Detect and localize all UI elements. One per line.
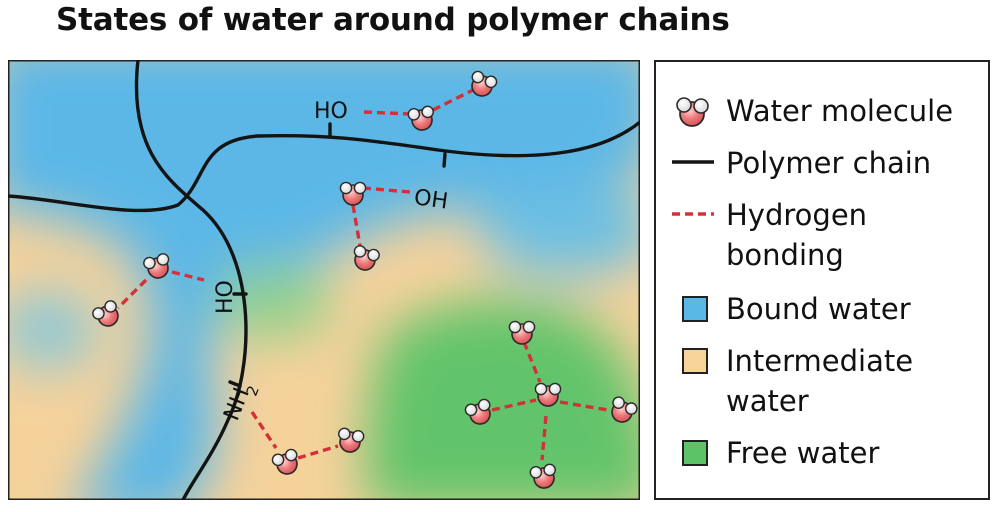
hbond [432, 88, 474, 112]
hbond [362, 186, 411, 194]
free-water-region [365, 298, 640, 500]
group-label-ho-top: HO [314, 99, 348, 124]
hbond [250, 411, 278, 449]
hydrogen-bonds [116, 88, 609, 461]
hbond [363, 110, 411, 116]
hbond [559, 400, 609, 412]
legend-label-hydrogen: Hydrogen [726, 198, 868, 232]
legend-label-polymer-chain: Polymer chain [726, 146, 932, 180]
polymer-chains [8, 60, 640, 500]
legend-label-bonding: bonding [726, 238, 844, 272]
bound-water-swatch [682, 296, 708, 322]
hydrogen-bond-icon [672, 212, 714, 216]
bound-water-patch [478, 185, 640, 275]
free-water-patch [213, 260, 333, 340]
hbond [522, 341, 542, 383]
polymer-chain-horizontal [8, 120, 640, 213]
hbond [540, 415, 548, 461]
page-title: States of water around polymer chains [56, 2, 730, 38]
legend-label-water: water [726, 384, 809, 418]
free-water-swatch [682, 440, 708, 466]
hbond [491, 398, 537, 412]
legend-label-bound-water: Bound water [726, 292, 911, 326]
group-label-ho-left: HO [213, 280, 238, 314]
intermediate-water-swatch [682, 348, 708, 374]
hbond [171, 270, 205, 282]
hbond [116, 278, 148, 310]
hbond [351, 204, 362, 247]
legend-label-water-molecule: Water molecule [726, 94, 954, 128]
legend: Water molecule Polymer chain Hydrogen bo… [654, 60, 990, 500]
bound-water-region-top [8, 60, 640, 500]
water-molecule-icon [676, 97, 709, 127]
water-states-diagram: HO OH HO NH 2 [8, 60, 640, 500]
bound-water-patch-left [8, 290, 98, 370]
legend-label-free-water: Free water [726, 436, 880, 470]
hbond [297, 444, 339, 460]
group-label-oh: OH [412, 185, 449, 214]
legend-label-intermediate: Intermediate [726, 344, 914, 378]
polymer-branch-oh-mid [442, 152, 447, 168]
polymer-branch-nh2 [228, 380, 242, 388]
polymer-line-icon [672, 160, 714, 164]
polymer-chain-vertical [134, 60, 248, 500]
